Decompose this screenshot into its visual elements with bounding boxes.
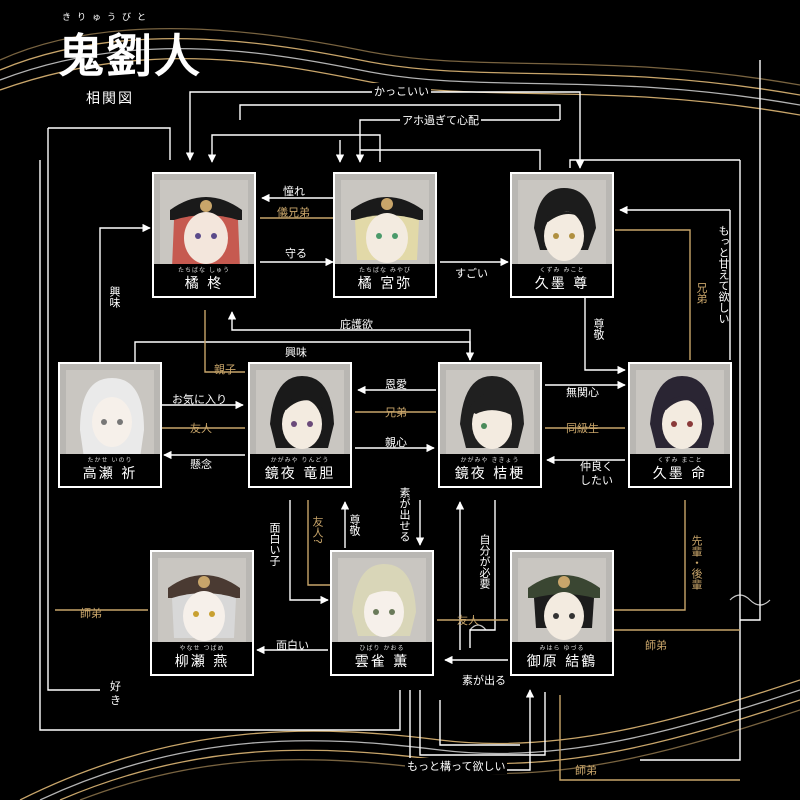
character-card-shuu[interactable]: たちばな しゅう橘 柊 [152,172,256,298]
ruby-kaoru: ひばり かおる [359,645,405,652]
ruby-tsubame: やなせ つばめ [179,645,225,652]
label-omoshiroi: 面白い [276,639,309,652]
label-kyomi-left: 興味 [108,286,121,308]
name-rindo: 鏡夜 竜胆 [264,466,336,482]
portrait-tsubame [158,558,246,646]
character-card-inori[interactable]: たかせ いのり高瀬 祈 [58,362,162,488]
ruby-rindo: かがみや りんどう [270,457,330,464]
label-aho: アホ過ぎて心配 [400,112,481,128]
portrait-rindo [256,370,344,458]
label-sonkei-top: 尊敬 [592,318,605,340]
name-kikyo: 鏡夜 桔梗 [454,466,526,482]
portrait-shuu [160,180,248,268]
label-shitei-bottom: 師弟 [575,764,597,777]
title-ruby: きりゅうびと [62,13,153,23]
portrait-mikoto [518,180,606,268]
label-jibungahitsuyo: 自分が必要 [478,534,491,589]
name-makoto: 久墨 命 [652,466,708,482]
character-card-tsubame[interactable]: やなせ つばめ柳瀬 燕 [150,550,254,676]
character-card-rindo[interactable]: かがみや りんどう鏡夜 竜胆 [248,362,352,488]
label-motto-kamatte: もっと構って欲しい [405,758,508,774]
name-tsubame: 柳瀬 燕 [174,654,230,670]
label-nakayoku: 仲良く したい [580,460,613,487]
ruby-kikyo: かがみや ききょう [460,457,520,464]
portrait-kaoru [338,558,426,646]
label-onai: 恩愛 [385,378,407,391]
label-shinshin: 親心 [385,436,407,449]
label-higoyoku: 庇護欲 [340,318,373,331]
character-card-miyabi[interactable]: たちばな みやび橘 宮弥 [333,172,437,298]
relation-lines [39,60,761,781]
label-sugoi: すごい [455,267,488,280]
label-yujin-low: 友人 [457,614,479,627]
character-card-yuzuru[interactable]: みはら ゆづる御原 結鶴 [510,550,614,676]
ruby-makoto: くずみ まこと [657,457,703,464]
label-yujin-q: 友人? [311,516,324,544]
portrait-yuzuru [518,558,606,646]
label-dokyusei: 同級生 [566,422,599,435]
name-kaoru: 雲雀 薫 [354,654,410,670]
label-shitei-left: 師弟 [80,607,102,620]
portrait-makoto [636,370,724,458]
character-card-kikyo[interactable]: かがみや ききょう鏡夜 桔梗 [438,362,542,488]
label-sugadaseru: 素が出せる [398,487,411,542]
portrait-kikyo [446,370,534,458]
label-sonkei-low: 尊敬 [348,514,361,536]
label-kenen: 懸念 [190,458,212,471]
label-suki: 好き [110,680,121,707]
label-motto-amaete: もっと甘えて欲しい [717,225,730,324]
name-miyabi: 橘 宮弥 [357,276,413,292]
name-yuzuru: 御原 結鶴 [526,654,598,670]
label-kyodai-right: 兄弟 [695,282,708,304]
name-shuu: 橘 柊 [184,276,224,292]
ruby-inori: たかせ いのり [87,457,133,464]
page-subtitle: 相関図 [86,91,134,107]
portrait-miyabi [341,180,429,268]
character-card-makoto[interactable]: くずみ まこと久墨 命 [628,362,732,488]
portrait-inori [66,370,154,458]
label-senpai: 先輩・後輩 [690,535,703,590]
label-kakkoii: かっこいい [372,83,431,99]
label-kyodai-mid: 兄弟 [385,406,407,419]
ruby-mikoto: くずみ みこと [539,267,585,274]
label-sugaderu: 素が出る [462,674,506,687]
character-card-mikoto[interactable]: くずみ みこと久墨 尊 [510,172,614,298]
label-oyako: 親子 [214,363,236,376]
ruby-yuzuru: みはら ゆづる [539,645,585,652]
ruby-miyabi: たちばな みやび [359,267,411,274]
label-shitei-right: 師弟 [645,639,667,652]
page-title: 鬼劉人 [58,29,202,83]
label-mukanshin: 無関心 [566,386,599,399]
name-inori: 高瀬 祈 [82,466,138,482]
character-card-kaoru[interactable]: ひばり かおる雲雀 薫 [330,550,434,676]
label-okiniiri: お気に入り [172,393,227,406]
label-gikyodai: 儀兄弟 [277,206,310,219]
label-omoshiroiko: 面白い子 [268,522,281,566]
ruby-shuu: たちばな しゅう [178,267,230,274]
decorative-knots [469,594,771,631]
name-mikoto: 久墨 尊 [534,276,590,292]
label-mamoru: 守る [285,247,307,260]
label-yujin-left: 友人 [190,422,212,435]
label-akogare: 憧れ [283,185,305,198]
label-kyomi-mid: 興味 [285,346,307,359]
